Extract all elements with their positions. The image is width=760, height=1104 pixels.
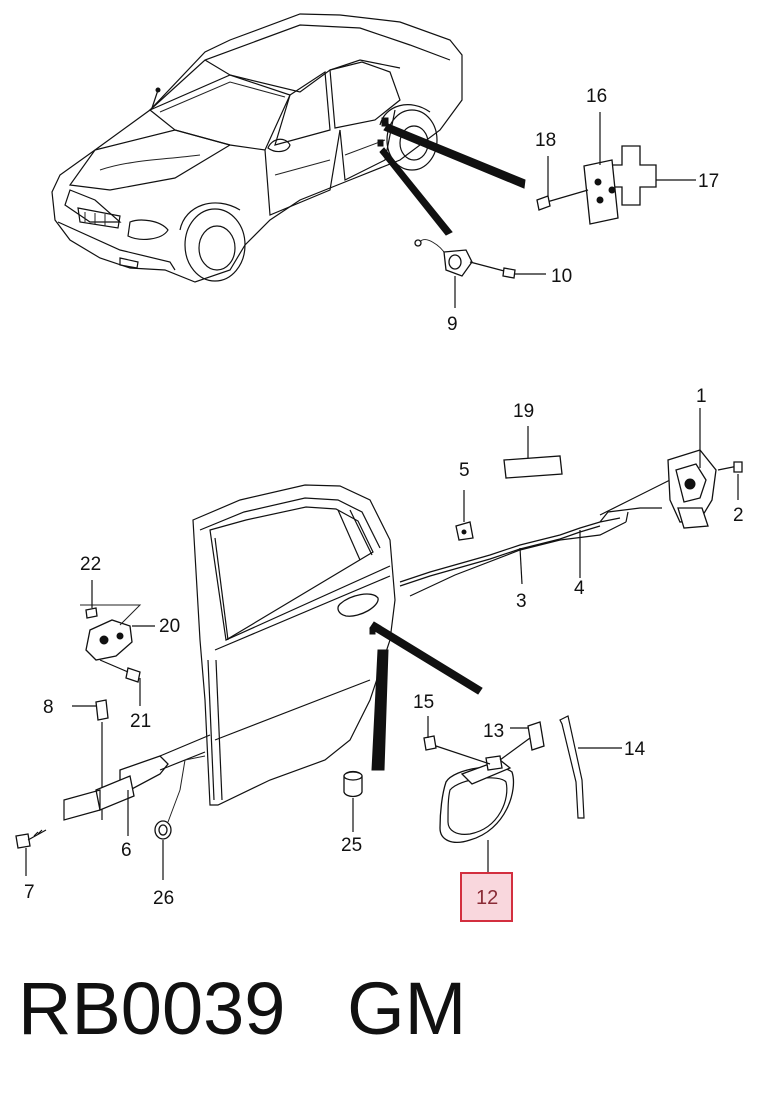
highlight-box (460, 872, 513, 922)
car-illustration (51, 13, 463, 283)
callout-5: 5 (459, 460, 470, 481)
callout-8: 8 (43, 697, 54, 718)
callout-26: 26 (153, 888, 174, 909)
callout-12: 12 (476, 887, 498, 909)
rear-door (192, 484, 396, 806)
callout-14: 14 (624, 739, 646, 760)
door-lock-rods (399, 479, 671, 597)
callout-1: 1 (696, 386, 707, 407)
callout-3: 3 (516, 591, 527, 612)
callout-15: 15 (413, 692, 434, 713)
callout-20: 20 (159, 616, 180, 637)
callout-9: 9 (447, 314, 458, 335)
hinge-plate-assembly (536, 112, 696, 225)
callout-labels: 1 2 3 4 5 6 7 8 9 10 13 14 15 16 17 18 1… (24, 86, 744, 909)
door-bumper-parts (154, 770, 363, 880)
door-striker-assembly (414, 239, 546, 308)
callout-7: 7 (24, 882, 35, 903)
callout-19: 19 (513, 401, 534, 422)
door-hinge-assembly (15, 699, 211, 876)
car-leader-wedge-1 (383, 123, 526, 189)
door-leader-wedge-1 (369, 621, 483, 695)
door-leader-wedge-2 (371, 649, 389, 771)
callout-13: 13 (483, 721, 504, 742)
callout-17: 17 (698, 171, 719, 192)
callout-22: 22 (80, 554, 101, 575)
callout-16: 16 (586, 86, 607, 107)
callout-10: 10 (551, 266, 572, 287)
highlighted-callout-12[interactable]: 12 (460, 872, 513, 922)
callout-21: 21 (130, 711, 151, 732)
label-pad (503, 426, 563, 479)
door-check-assembly (80, 580, 155, 706)
outside-door-handle-assembly (423, 715, 622, 875)
clip-part-5 (455, 490, 474, 541)
callout-18: 18 (535, 130, 556, 151)
callout-25: 25 (341, 835, 362, 856)
callout-2: 2 (733, 505, 744, 526)
callout-6: 6 (121, 840, 132, 861)
callout-4: 4 (574, 578, 585, 599)
door-latch-assembly (667, 408, 743, 529)
part-code-footer: RB0039 GM (18, 967, 467, 1050)
car-leader-wedge-2 (379, 147, 453, 236)
